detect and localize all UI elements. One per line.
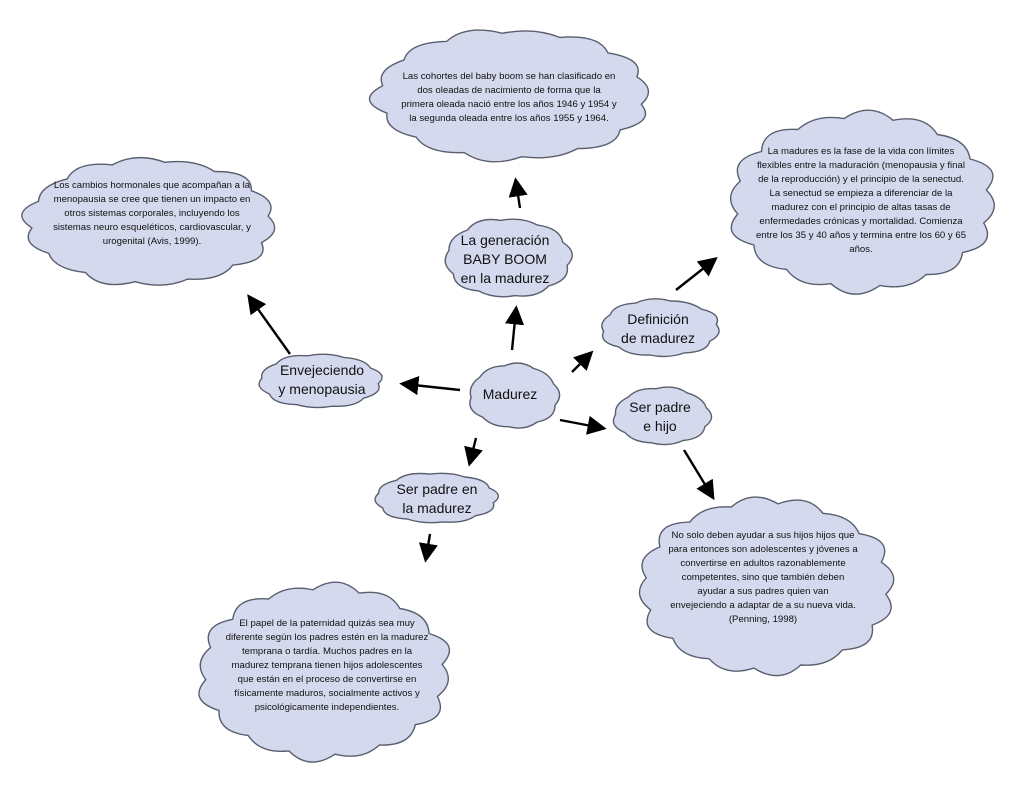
hub-envejeciendo-label: Envejeciendo y menopausia [256,355,388,405]
cloud-hub-envejeciendo [258,353,383,409]
cloud-hub-definicion [601,298,720,358]
note-ser-padre-madurez: El papel de la paternidad quizás sea muy… [224,604,430,728]
arrow-to-note-ser-padre-madurez [418,533,438,563]
arrow-to-note-definicion [675,257,718,291]
cloud-center [469,362,561,429]
note-baby-boom: Las cohortes del baby boom se han clasif… [400,58,618,138]
note-definicion: La madures es la fase de la vida con lím… [755,132,967,270]
cloud-note-ser-padre-madurez [198,581,451,763]
arrow-to-envejeciendo [399,375,461,396]
cloud-note-ser-padre-hijo [638,496,895,677]
hub-ser-padre-madurez-text: Ser padre en la madurez [396,481,478,516]
note-ser-padre-madurez-text: El papel de la paternidad quizás sea muy… [225,618,429,713]
hub-envejeciendo-text: Envejeciendo y menopausia [278,362,366,397]
center-node-label: Madurez [470,372,550,416]
cloud-note-definicion [729,109,995,295]
hub-definicion-label: Definición de madurez [596,304,720,354]
note-menopausia: Los cambios hormonales que acompañan a l… [52,162,252,266]
cloud-note-menopausia [21,157,276,286]
hub-definicion-text: Definición de madurez [621,311,695,346]
note-ser-padre-hijo: No solo deben ayudar a sus hijos hijos q… [668,512,858,644]
arrow-to-definicion [571,350,594,373]
hub-baby-boom-label: La generación BABY BOOM en la madurez [435,224,575,294]
note-menopausia-text: Los cambios hormonales que acompañan a l… [53,180,251,247]
arrow-to-note-baby-boom [508,177,528,209]
arrow-to-note-menopausia [247,294,291,355]
cloud-hub-baby-boom [444,218,573,298]
center-text: Madurez [482,385,538,402]
note-definicion-text: La madures es la fase de la vida con lím… [755,146,967,255]
hub-baby-boom-text: La generación BABY BOOM en la madurez [460,231,550,286]
hub-ser-padre-hijo-label: Ser padre e hijo [610,392,710,442]
cloud-hub-ser-padre-madurez [374,472,500,524]
hub-ser-padre-hijo-text: Ser padre e hijo [629,399,691,434]
arrow-to-note-ser-padre-hijo [682,449,715,501]
note-baby-boom-text: Las cohortes del baby boom se han clasif… [401,71,617,124]
hub-ser-padre-madurez-label: Ser padre en la madurez [372,474,502,524]
cloud-note-baby-boom [368,29,649,163]
cloud-hub-ser-padre-hijo [612,386,713,446]
arrow-to-baby-boom [505,305,525,351]
note-ser-padre-hijo-text: No solo deben ayudar a sus hijos hijos q… [668,530,858,625]
arrow-to-ser-padre-madurez [464,437,483,467]
arrow-to-ser-padre-hijo [559,415,607,435]
